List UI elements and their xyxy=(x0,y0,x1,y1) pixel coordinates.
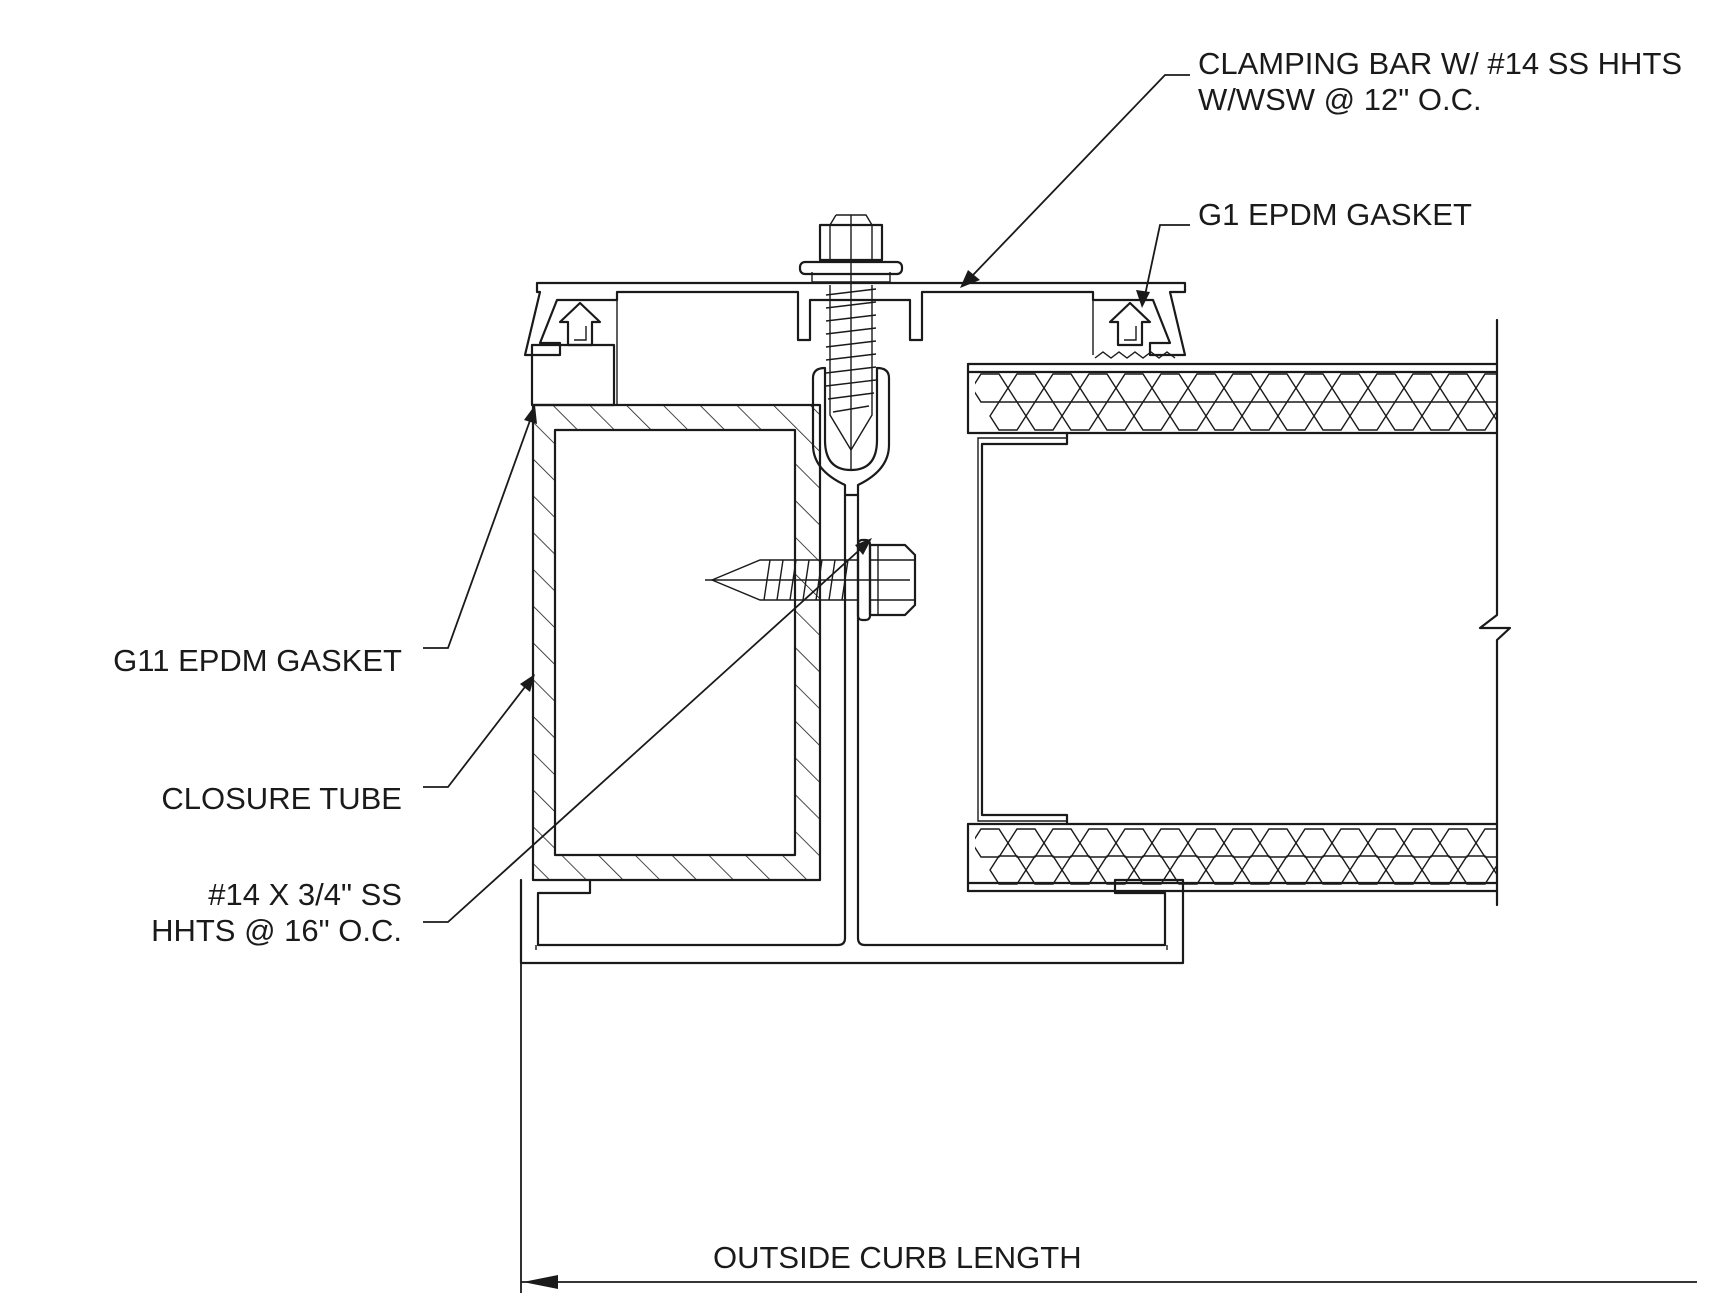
honeycomb-cell xyxy=(1439,373,1477,403)
honeycomb-cell xyxy=(1367,828,1405,858)
honeycomb-cell xyxy=(1259,828,1297,858)
side-screw-label-line1: #14 X 3/4" SS xyxy=(208,877,402,912)
clamping-bar-label: CLAMPING BAR W/ #14 SS HHTS W/WSW @ 12" … xyxy=(1198,46,1682,118)
honeycomb-cell xyxy=(1403,373,1441,403)
honeycomb-cell xyxy=(1421,401,1459,431)
honeycomb-cell xyxy=(1043,373,1081,403)
honeycomb-cell xyxy=(1493,864,1497,876)
honeycomb-cell xyxy=(1061,401,1099,431)
g11-gasket-label: G11 EPDM GASKET xyxy=(113,643,402,678)
honeycomb-cell xyxy=(989,855,1027,885)
honeycomb-cell xyxy=(1367,373,1405,403)
g1-gasket-left xyxy=(558,301,602,347)
honeycomb-cell xyxy=(1025,855,1063,885)
honeycomb-cell xyxy=(1151,828,1189,858)
honeycomb-cell xyxy=(1205,401,1243,431)
leaders xyxy=(423,74,1697,1293)
insulated-panel xyxy=(966,318,1512,907)
honeycomb-cell xyxy=(1421,855,1459,885)
honeycomb-cell xyxy=(1007,373,1045,403)
honeycomb-cell xyxy=(1223,828,1261,858)
top-screw xyxy=(798,214,904,470)
honeycomb-cell xyxy=(1241,401,1279,431)
clamping-bar-label-line1: CLAMPING BAR W/ #14 SS HHTS xyxy=(1198,46,1683,81)
honeycomb-cell xyxy=(1277,855,1315,885)
honeycomb-cell xyxy=(975,373,1009,403)
honeycomb-cell xyxy=(1151,373,1189,403)
side-screw-label-line2: HHTS @ 16" O.C. xyxy=(151,913,402,948)
honeycomb-cell xyxy=(1349,855,1387,885)
outside-curb-length-label: OUTSIDE CURB LENGTH xyxy=(713,1240,1082,1275)
honeycomb-cell xyxy=(1079,373,1117,403)
honeycomb-cell xyxy=(1331,828,1369,858)
honeycomb-cell xyxy=(1313,855,1351,885)
clamping-bar-label-line2: W/WSW @ 12" O.C. xyxy=(1198,82,1482,117)
honeycomb-cell xyxy=(1259,373,1297,403)
honeycomb-cell xyxy=(1331,373,1369,403)
g1-gasket-right xyxy=(1094,301,1176,359)
honeycomb-cell xyxy=(1493,410,1497,422)
honeycomb-cell xyxy=(1295,828,1333,858)
clamping-bar xyxy=(523,281,1187,405)
honeycomb-cell xyxy=(1133,401,1171,431)
honeycomb-cell xyxy=(1475,828,1497,858)
honeycomb-cell xyxy=(989,401,1027,431)
side-screw-label: #14 X 3/4" SS HHTS @ 16" O.C. xyxy=(151,877,402,949)
honeycomb-cell xyxy=(1277,401,1315,431)
honeycomb-cell xyxy=(1187,828,1225,858)
honeycomb-cell xyxy=(1241,855,1279,885)
honeycomb-cell xyxy=(1169,401,1207,431)
honeycomb-cell xyxy=(1007,828,1045,858)
honeycomb-cell xyxy=(1349,401,1387,431)
honeycomb-cell xyxy=(1457,401,1495,431)
honeycomb-cell xyxy=(1439,828,1477,858)
honeycomb-cell xyxy=(975,828,1009,858)
honeycomb-cell xyxy=(1223,373,1261,403)
honeycomb-cell xyxy=(1385,401,1423,431)
honeycomb-cell xyxy=(1025,401,1063,431)
honeycomb-cell xyxy=(1079,828,1117,858)
honeycomb-cell xyxy=(1115,373,1153,403)
closure-tube xyxy=(531,403,822,882)
honeycomb-cell xyxy=(1457,855,1495,885)
g1-gasket-label: G1 EPDM GASKET xyxy=(1198,197,1472,232)
closure-tube-label: CLOSURE TUBE xyxy=(161,781,402,816)
honeycomb-cell xyxy=(1043,828,1081,858)
honeycomb-cell xyxy=(1295,373,1333,403)
honeycomb-cell xyxy=(1115,828,1153,858)
honeycomb-cell xyxy=(1061,855,1099,885)
honeycomb-cell xyxy=(1403,828,1441,858)
honeycomb-cell xyxy=(1097,401,1135,431)
side-screw xyxy=(705,538,917,622)
honeycomb-cell xyxy=(1475,373,1497,403)
honeycomb-cell xyxy=(1385,855,1423,885)
honeycomb-cell xyxy=(1205,855,1243,885)
honeycomb-cell xyxy=(1187,373,1225,403)
honeycomb-cell xyxy=(1313,401,1351,431)
